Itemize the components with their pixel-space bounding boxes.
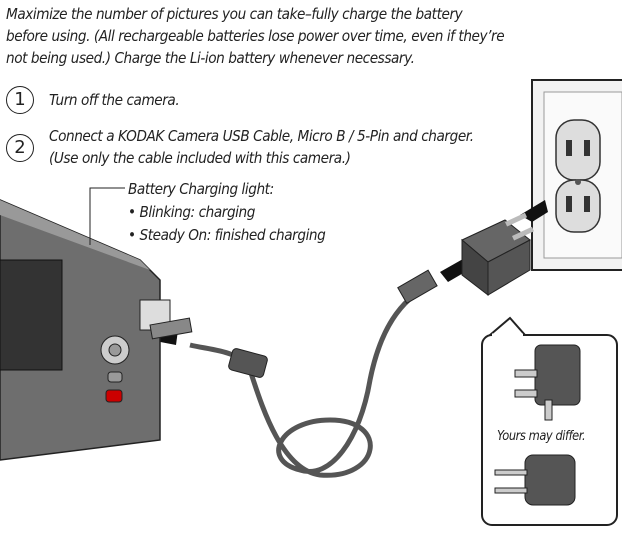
callout-leader — [89, 187, 125, 245]
camera — [0, 199, 193, 461]
callout-item: • Blinking: charging — [128, 203, 255, 221]
step-1-text: Turn off the camera. — [49, 91, 180, 109]
usb-cable — [189, 282, 432, 478]
inset-caption: Yours may differ. — [497, 429, 586, 444]
plug-inset — [481, 316, 618, 526]
step-2-text: Connect a KODAK Camera USB Cable, Micro … — [49, 127, 474, 145]
callout-title: Battery Charging light: — [128, 180, 274, 198]
step-number-2: 2 — [6, 134, 34, 162]
wall-outlet — [531, 79, 622, 271]
intro-line: before using. (All rechargeable batterie… — [6, 27, 505, 45]
arrow-icon — [520, 200, 548, 222]
usb-charger — [461, 212, 535, 297]
step-2-text: (Use only the cable included with this c… — [49, 149, 351, 167]
intro-line: not being used.) Charge the Li-ion batte… — [6, 49, 415, 67]
callout-item: • Steady On: finished charging — [128, 226, 326, 244]
intro-line: Maximize the number of pictures you can … — [6, 5, 463, 23]
step-number-1: 1 — [6, 86, 34, 114]
